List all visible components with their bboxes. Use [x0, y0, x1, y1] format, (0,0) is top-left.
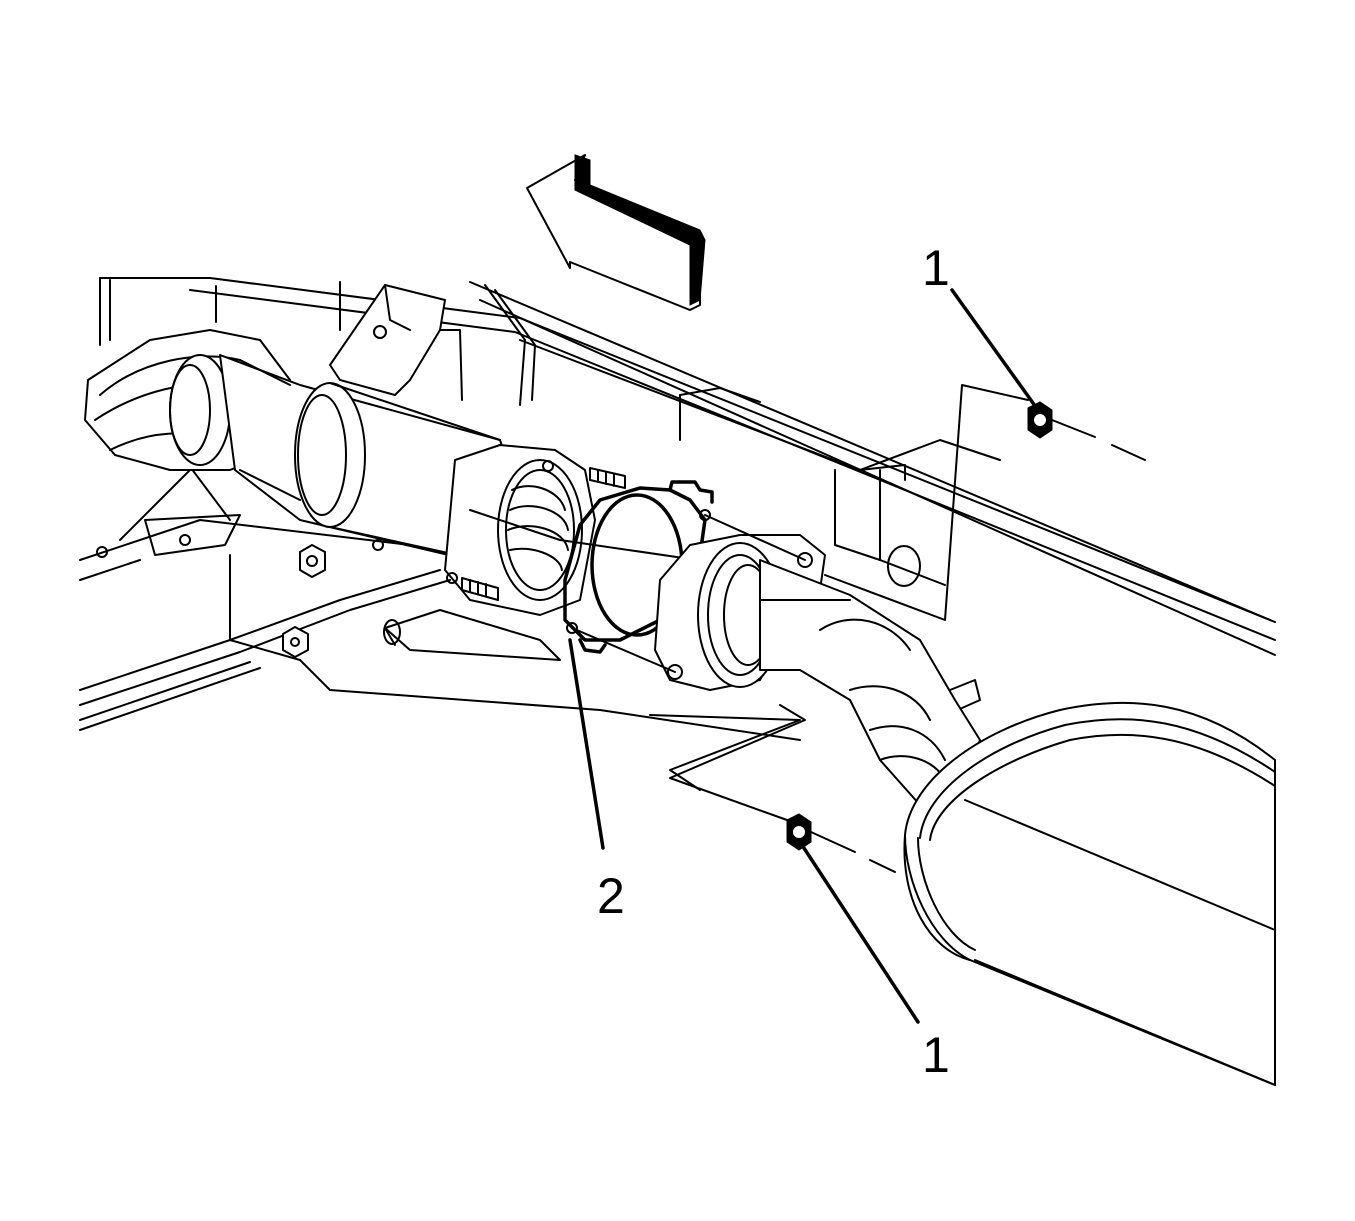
- nut-upper: [1027, 401, 1146, 461]
- forward-direction-arrow: [526, 154, 706, 311]
- callout-nut-upper: 1: [922, 240, 950, 296]
- floor-pan: [79, 439, 801, 791]
- frame-rail: [99, 277, 1276, 656]
- callout-leader-nut-lower: [798, 840, 920, 1024]
- stud-line-upper: [824, 384, 1029, 621]
- front-pipe: [84, 329, 801, 616]
- callout-nut-lower: 1: [922, 1027, 950, 1083]
- callout-gasket: 2: [597, 868, 625, 924]
- callout-leader-nut-upper: [950, 288, 1040, 412]
- muffler: [903, 701, 1276, 1086]
- callout-leader-gasket: [568, 638, 605, 850]
- stud-line-lower: [669, 704, 806, 821]
- nut-lower: [786, 813, 896, 873]
